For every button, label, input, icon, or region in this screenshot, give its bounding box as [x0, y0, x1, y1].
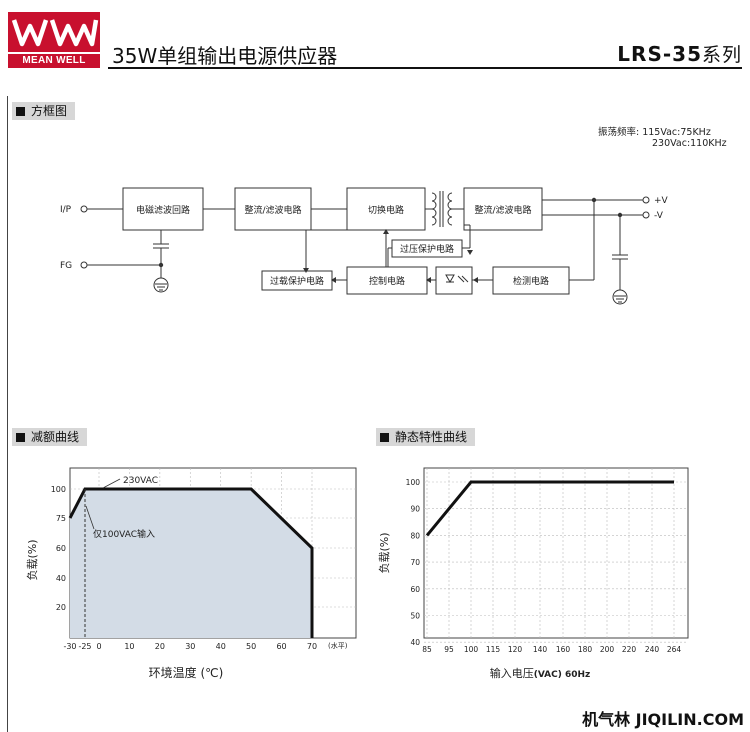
oscillation-freq-line1: 振荡频率: 115Vac:75KHz	[598, 127, 711, 138]
derating-x-tick: -30	[63, 642, 76, 651]
derating-series-line	[68, 487, 314, 638]
model-code: LRS-35	[617, 42, 702, 66]
brand-logo: MEAN WELL	[8, 12, 100, 68]
static-x-tick: 180	[578, 645, 593, 654]
olp-block: 过载保护电路	[270, 275, 324, 287]
derating-y-tick: 75	[56, 514, 66, 523]
static-x-tick: 120	[508, 645, 523, 654]
derating-area	[70, 489, 312, 638]
static-y-tick: 100	[406, 478, 421, 487]
derating-y-tick: 40	[56, 574, 66, 583]
static-y-tick: 60	[410, 585, 420, 594]
static-x-tick: 85	[422, 645, 432, 654]
static-x-tick: 200	[600, 645, 615, 654]
derating-x-tick: 30	[185, 642, 195, 651]
derating-x-tick: 60	[276, 642, 286, 651]
static-y-tick: 90	[410, 505, 420, 514]
static-y-tick: 40	[410, 638, 420, 647]
model-suffix: 系列	[701, 44, 742, 66]
rectifier-filter-block-1: 整流/滤波电路	[244, 204, 301, 216]
switching-block: 切换电路	[368, 204, 404, 216]
static-y-axis-label: 负载(%)	[377, 532, 391, 573]
annotation-100vac: 仅100VAC输入	[93, 528, 155, 540]
static-x-axis-label: 输入电压(VAC) 60Hz	[490, 666, 591, 680]
logo-wordmark: MEAN WELL	[8, 54, 100, 68]
logo-monogram	[8, 12, 100, 52]
detect-block: 检测电路	[513, 275, 549, 287]
derating-y-axis-label: 负载(%)	[25, 539, 39, 580]
page-border	[7, 96, 8, 732]
document-title: 35W单组输出电源供应器	[112, 44, 338, 68]
derating-x-tick: 40	[216, 642, 226, 651]
input-label: I/P	[60, 205, 72, 215]
derating-x-axis-label: 环境温度 (℃)	[149, 665, 224, 680]
ovp-block: 过压保护电路	[400, 243, 454, 255]
static-x-tick: 240	[645, 645, 660, 654]
derating-x-unit: (水平)	[328, 641, 348, 650]
vplus-label: +V	[654, 196, 669, 206]
vminus-label: -V	[654, 211, 664, 221]
static-y-tick: 70	[410, 558, 420, 567]
static-x-tick: 115	[486, 645, 501, 654]
annotation-230vac: 230VAC	[123, 476, 158, 486]
oscillation-freq-line2: 230Vac:110KHz	[652, 138, 727, 149]
model-number: LRS-35系列	[617, 40, 742, 67]
header-rule	[108, 67, 742, 69]
static-x-tick: 100	[464, 645, 479, 654]
derating-y-tick: 100	[51, 485, 66, 494]
static-x-tick: 264	[667, 645, 682, 654]
static-y-tick: 50	[410, 612, 420, 621]
control-block: 控制电路	[369, 275, 405, 287]
rectifier-filter-block-2: 整流/滤波电路	[474, 204, 531, 216]
derating-x-tick: 70	[307, 642, 317, 651]
static-x-tick: 95	[444, 645, 454, 654]
watermark: 机气林 JIQILIN.COM	[582, 710, 744, 729]
static-x-tick: 220	[622, 645, 637, 654]
derating-x-tick: 0	[96, 642, 101, 651]
derating-x-tick: -25	[78, 642, 91, 651]
derating-section-title: 减额曲线	[12, 428, 88, 446]
emi-filter-block: 电磁滤波回路	[136, 204, 190, 216]
derating-x-tick: 20	[155, 642, 165, 651]
static-series-line	[425, 480, 674, 537]
block-diagram-section-title: 方框图	[12, 102, 76, 120]
static-section-title: 静态特性曲线	[376, 428, 476, 446]
static-x-tick: 140	[533, 645, 548, 654]
derating-x-tick: 50	[246, 642, 256, 651]
static-x-tick: 160	[556, 645, 571, 654]
fg-label: FG	[60, 261, 72, 271]
derating-x-tick: 10	[124, 642, 134, 651]
static-y-tick: 80	[410, 531, 420, 540]
derating-y-tick: 20	[56, 603, 66, 612]
derating-y-tick: 60	[56, 544, 66, 553]
